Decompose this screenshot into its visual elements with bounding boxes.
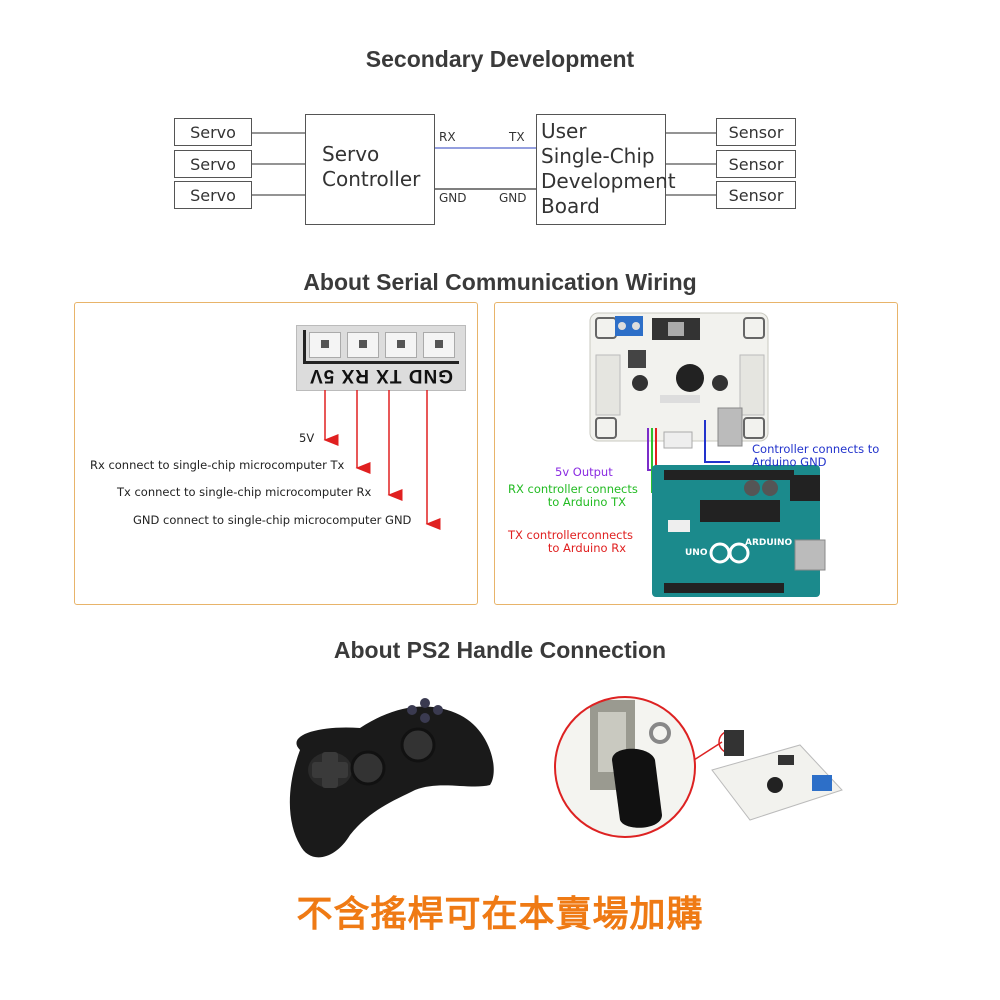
pin-socket [347,332,379,358]
user-board-line: Single-Chip [541,144,655,168]
wire-label-5v: 5V [299,431,315,445]
arduino-board-model: UNO [685,548,708,558]
pin-tx-label: TX [509,130,525,144]
servo-box-2: Servo [174,150,252,178]
pin-socket [423,332,455,358]
annotation-controller-gnd: Controller connects to Arduino GND [752,443,879,469]
annotation-line: to Arduino Rx [547,541,626,555]
pin-gnd-right-label: GND [499,191,527,205]
controller-label-line1: Servo [322,142,380,166]
servo-label: Servo [190,185,236,205]
annotation-tx-controller: TX controllerconnects to Arduino Rx [508,528,634,555]
sensor-label: Sensor [728,122,784,142]
header-connector: GND TX RX 5V [296,325,466,391]
controller-label-line2: Controller [322,167,421,191]
servo-controller-box: Servo Controller [305,114,435,225]
user-board-line: User [541,119,587,143]
annotation-line: TX controllerconnects [508,528,634,542]
sensor-box-2: Sensor [716,150,796,178]
wire-label-rx: Rx connect to single-chip microcomputer … [90,458,345,472]
footer-purchase-note: 不含搖桿可在本賣場加購 [296,894,704,935]
pin-socket [309,332,341,358]
pin-rx-label: RX [439,130,456,144]
servo-box-3: Servo [174,181,252,209]
servo-box-1: Servo [174,118,252,146]
sensor-box-3: Sensor [716,181,796,209]
arduino-board-text: ARDUINO [745,538,793,548]
user-board-line: Board [541,194,600,218]
servo-label: Servo [190,122,236,142]
title-serial-wiring: About Serial Communication Wiring [303,269,697,295]
wire-label-gnd: GND connect to single-chip microcomputer… [133,513,412,527]
sensor-label: Sensor [728,185,784,205]
sensor-label: Sensor [728,154,784,174]
user-board-line: Development [541,169,676,193]
pin-gnd-left-label: GND [439,191,467,205]
title-secondary-development: Secondary Development [365,46,635,72]
sensor-box-1: Sensor [716,118,796,146]
annotation-line: to Arduino TX [547,495,626,509]
annotation-line: Arduino GND [752,455,827,469]
title-ps2-connection: About PS2 Handle Connection [333,637,667,663]
annotation-rx-controller: RX controller connects to Arduino TX [508,482,638,509]
annotation-line: RX controller connects [508,482,638,496]
wire-label-tx: Tx connect to single-chip microcomputer … [117,485,372,499]
user-board-box: User Single-Chip Development Board [536,114,676,225]
annotation-5v-output: 5v Output [555,465,613,479]
annotation-line: Controller connects to [752,442,880,456]
servo-label: Servo [190,154,236,174]
pin-socket [385,332,417,358]
